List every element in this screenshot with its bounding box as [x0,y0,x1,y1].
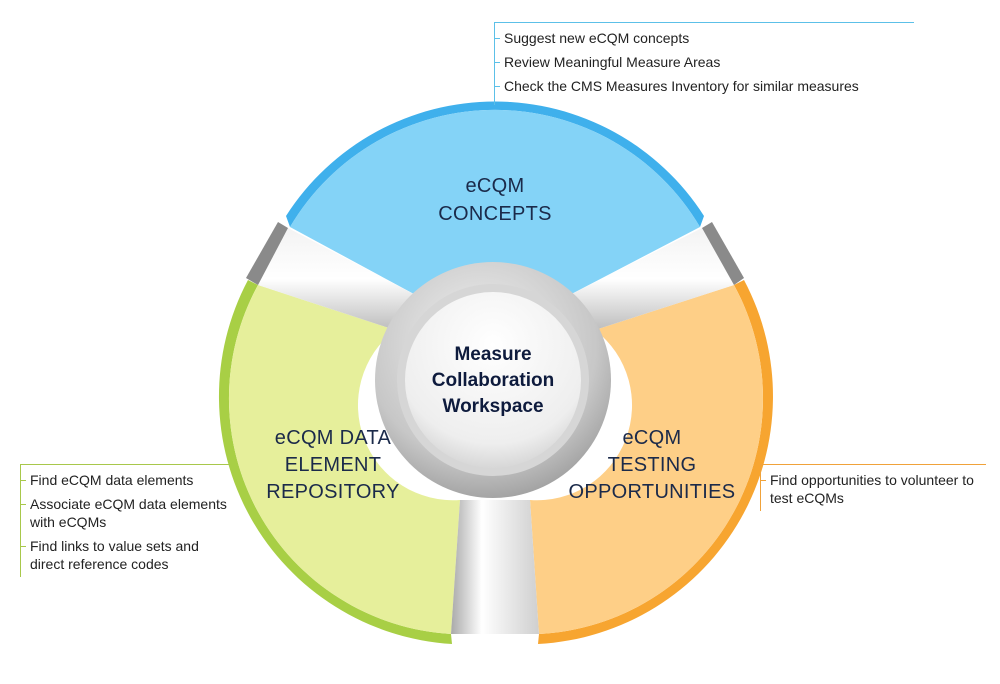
segment-left-label-line-1: eCQM DATA [275,427,392,449]
segment-left-label-line-2: ELEMENT [285,454,382,476]
segment-right-edge [538,280,773,644]
segment-top-label-line-1: eCQM [466,175,525,197]
callout-concepts-item: Review Meaningful Measure Areas [494,53,914,71]
spoke-right [560,228,734,330]
callout-testing: Find opportunities to volunteer to test … [760,464,986,513]
center-label-line-1: Measure [454,344,531,365]
spoke-bottom [451,500,539,634]
segment-left [228,285,460,634]
segment-left-label-line-3: REPOSITORY [266,481,399,503]
center-label-line-2: Collaboration [432,370,554,391]
hub-face [405,292,581,468]
segment-top-label-line-2: CONCEPTS [438,203,552,225]
callout-repository-item: Find eCQM data elements [20,471,230,489]
callout-concepts-connector [494,23,495,105]
callout-repository-item: Find links to value sets and direct refe… [20,537,230,573]
callout-concepts-item: Check the CMS Measures Inventory for sim… [494,77,914,95]
segment-top [290,109,700,300]
callout-concepts-item: Suggest new eCQM concepts [494,29,914,47]
center-label-line-3: Workspace [442,396,543,417]
spoke-left-shadow [246,222,288,285]
spoke-left [258,228,425,330]
callout-testing-item: Find opportunities to volunteer to test … [760,471,986,507]
segment-right-label-line-1: eCQM [623,427,682,449]
segment-left-edge [218,280,452,644]
callout-concepts: Suggest new eCQM concepts Review Meaning… [494,22,914,105]
callout-repository-connector [20,465,21,577]
callout-testing-connector [760,465,761,511]
callout-repository: Find eCQM data elements Associate eCQM d… [20,464,230,579]
segment-top-edge [286,101,704,227]
callout-repository-item: Associate eCQM data elements with eCQMs [20,495,230,531]
segment-right [530,285,763,634]
segment-right-label-line-2: TESTING [608,454,697,476]
spoke-right-shadow [702,222,744,285]
segment-right-label-line-3: OPPORTUNITIES [569,481,736,503]
